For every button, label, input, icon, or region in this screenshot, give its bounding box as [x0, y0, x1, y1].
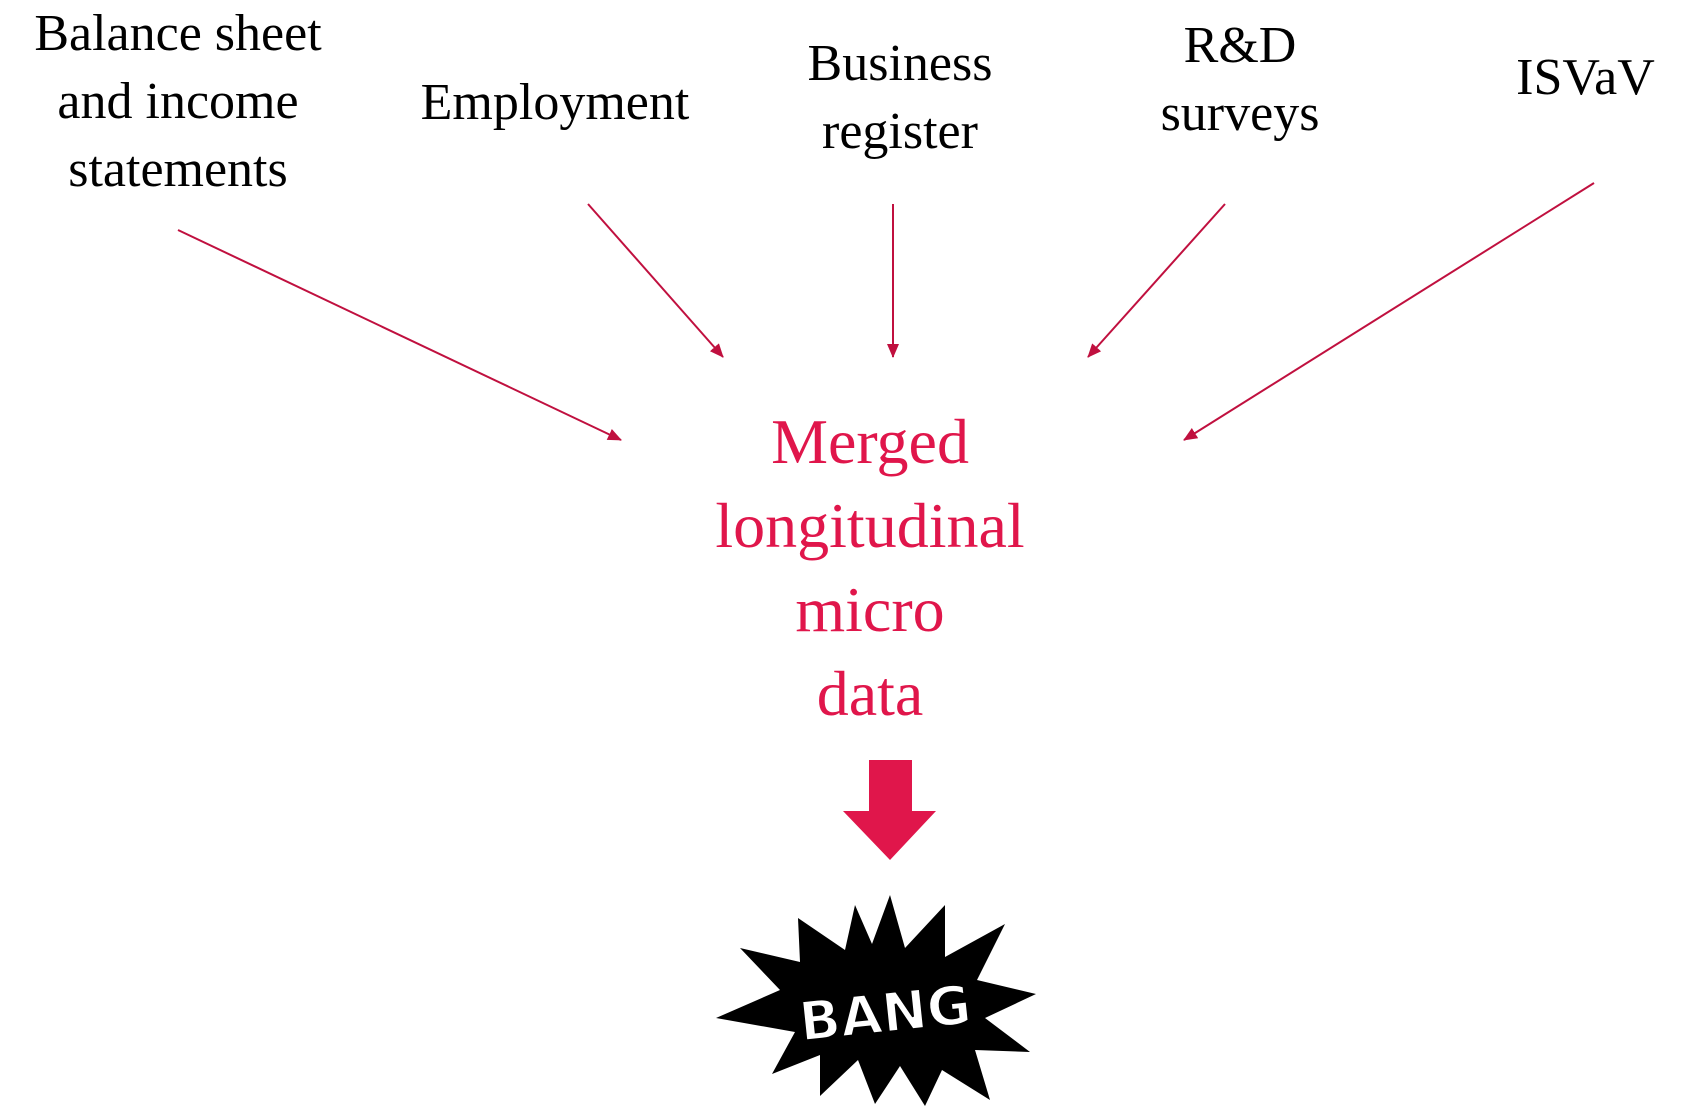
source-label-line: Business	[807, 35, 993, 92]
arrow-employment-to-merged	[587, 203, 724, 358]
merged-data-label-line: data	[816, 658, 924, 729]
source-label-line: register	[822, 103, 978, 160]
arrow-balance-to-merged	[177, 229, 622, 441]
source-label-employment: Employment	[400, 69, 710, 137]
source-label-line: ISVaV	[1516, 49, 1655, 106]
source-label-line: Employment	[420, 74, 690, 131]
bang-burst-icon: BANG	[716, 895, 1036, 1106]
source-label-line: surveys	[1160, 85, 1320, 142]
source-label-balance-sheet: Balance sheet and income statements	[0, 0, 356, 204]
source-label-business-register: Business register	[780, 30, 1020, 166]
arrow-isvav-to-merged	[1183, 182, 1595, 441]
merged-data-label-line: micro	[795, 574, 945, 645]
merged-data-label-line: longitudinal	[715, 490, 1025, 561]
arrow-rnd-to-merged	[1087, 203, 1226, 358]
down-block-arrow	[843, 760, 936, 860]
merged-data-label-line: Merged	[771, 406, 969, 477]
merged-data-label: Merged longitudinal micro data	[660, 400, 1080, 736]
source-label-rnd-surveys: R&D surveys	[1130, 12, 1350, 148]
source-label-isvav: ISVaV	[1490, 44, 1681, 112]
source-label-line: R&D	[1183, 17, 1297, 74]
source-label-line: Balance sheet	[34, 5, 322, 62]
source-label-line: and income	[57, 73, 299, 130]
source-label-line: statements	[68, 141, 288, 198]
